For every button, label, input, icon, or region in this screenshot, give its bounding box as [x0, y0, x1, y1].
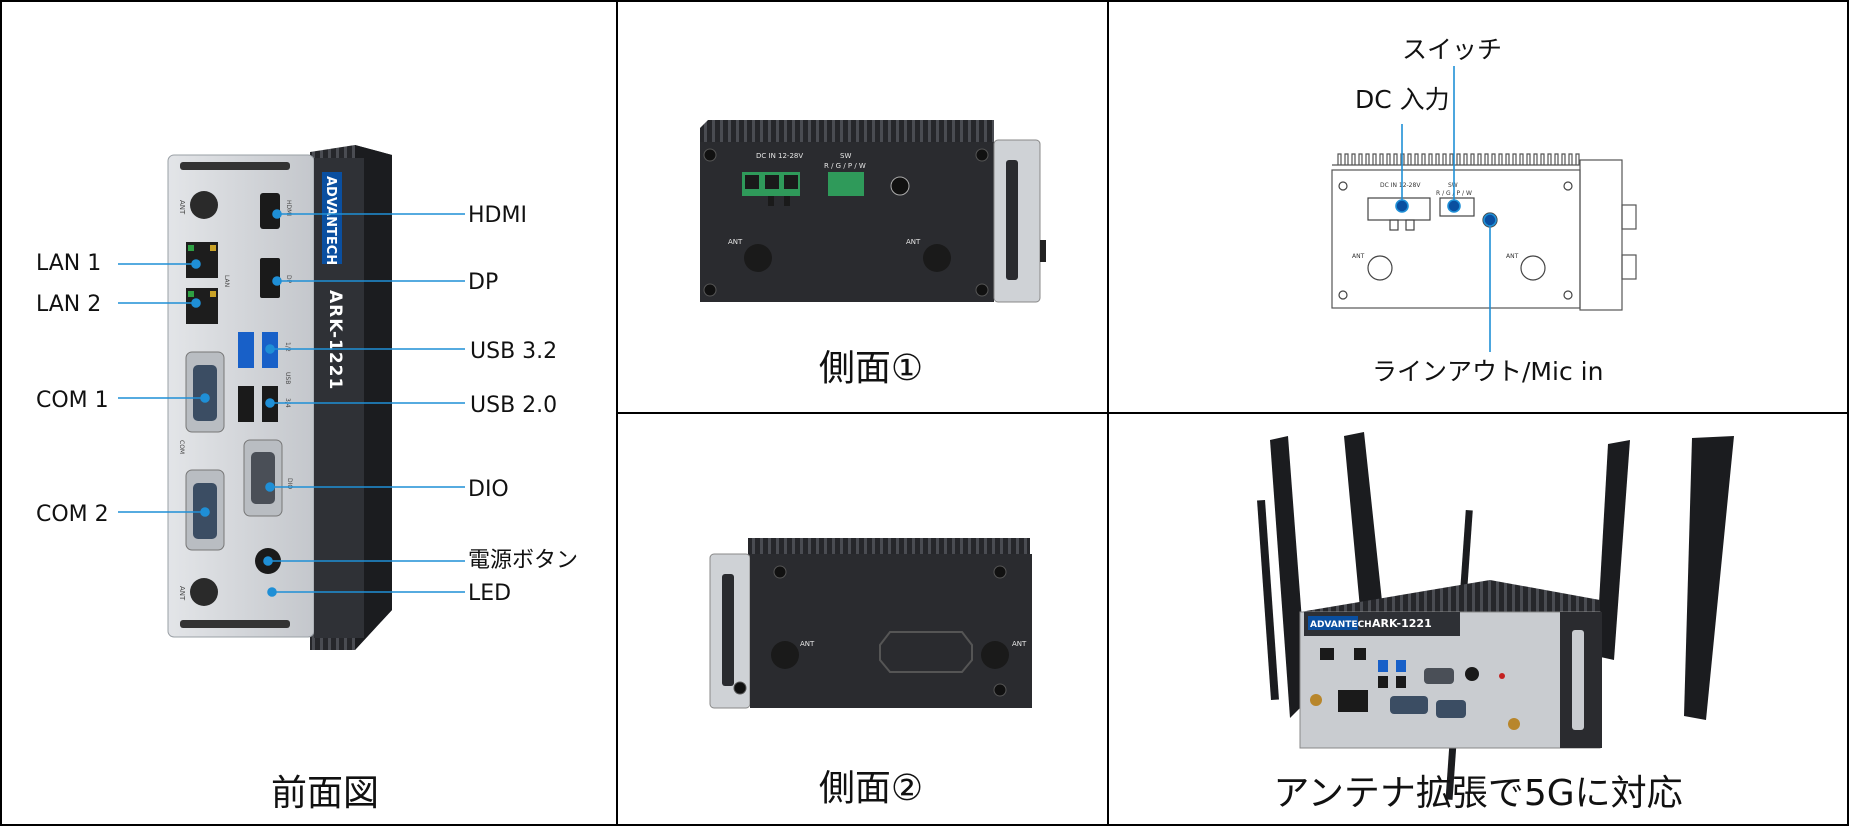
- front-panel: ADVANTECH ARK-1221 ANT ANT HDMI DP LAN 1…: [36, 145, 578, 814]
- com-print: COM: [178, 440, 185, 454]
- usb-print: USB: [284, 372, 291, 384]
- drawing-fins: [1337, 153, 1580, 165]
- label-power: 電源ボタン: [468, 548, 578, 573]
- side1-sw-label: SW: [840, 152, 851, 160]
- antenna-right-outer: [1684, 436, 1734, 720]
- label-lineout: ラインアウト/Mic in: [1372, 357, 1603, 386]
- front-model: ARK-1221: [325, 290, 345, 390]
- drawing-ant-right: ANT: [1506, 253, 1519, 260]
- dp-print: DP: [285, 275, 292, 284]
- caption-side1: 側面①: [819, 348, 923, 389]
- label-usb2: USB 2.0: [470, 393, 557, 418]
- label-switch: スイッチ: [1402, 35, 1502, 64]
- front-ant-label: ANT: [178, 586, 186, 601]
- label-led: LED: [468, 581, 511, 606]
- label-usb3: USB 3.2: [470, 339, 557, 364]
- technical-drawing: DC IN 12-28V SW R / G / P / W ANT ANT スイ…: [1331, 35, 1637, 386]
- lan-print: LAN: [223, 275, 230, 287]
- side1-rgpw-label: R / G / P / W: [824, 162, 866, 170]
- drawing-dc-label: DC IN 12-28V: [1380, 182, 1421, 189]
- label-com1: COM 1: [36, 388, 109, 413]
- antenna-model: ARK-1221: [1372, 617, 1432, 630]
- label-lan1: LAN 1: [36, 251, 101, 276]
- front-ant-bottom: [190, 578, 218, 606]
- antenna-left-inner: [1344, 432, 1384, 630]
- front-ant-label: ANT: [178, 200, 186, 215]
- label-lan2: LAN 2: [36, 292, 101, 317]
- antenna-view: ADVANTECH ARK-1221 アンテナ拡張で5Gに対応: [1257, 432, 1734, 814]
- usb-print: 1/2: [284, 342, 291, 352]
- dp-port: [260, 258, 280, 298]
- side2-view: ANT ANT 側面②: [709, 538, 1032, 809]
- caption-side2: 側面②: [819, 768, 923, 809]
- side1-view: DC IN 12-28V SW R / G / P / W ANT ANT 側面…: [700, 120, 1046, 389]
- caption-front: 前面図: [271, 773, 379, 814]
- front-ant-top: [190, 191, 218, 219]
- drawing-sw-label: SW: [1448, 182, 1458, 189]
- hdmi-port: [260, 193, 280, 229]
- caption-antenna: アンテナ拡張で5Gに対応: [1273, 773, 1682, 814]
- side1-ant-right: ANT: [906, 238, 921, 246]
- drawing-ant-left: ANT: [1352, 253, 1365, 260]
- usb2-port-a: [238, 386, 254, 422]
- side1-dc-label: DC IN 12-28V: [756, 152, 803, 160]
- side1-ports: [742, 172, 951, 272]
- usb3-port-a: [238, 332, 254, 368]
- com1-port: [193, 365, 217, 421]
- side2-ant-right: ANT: [1012, 640, 1027, 648]
- label-com2: COM 2: [36, 502, 109, 527]
- antenna-right-inner: [1596, 440, 1630, 660]
- hdmi-print: HDMI: [285, 200, 292, 216]
- label-dio: DIO: [468, 477, 509, 502]
- label-dp: DP: [468, 270, 498, 295]
- dio-print: DIO: [286, 478, 293, 489]
- side2-ant-left: ANT: [800, 640, 815, 648]
- label-dc-input: DC 入力: [1355, 85, 1450, 114]
- dio-port: [251, 452, 275, 504]
- antenna-brand: ADVANTECH: [1310, 620, 1372, 630]
- antenna-left-outer: [1270, 436, 1308, 718]
- front-brand: ADVANTECH: [323, 176, 338, 265]
- label-hdmi: HDMI: [468, 203, 527, 228]
- side1-ant-left: ANT: [728, 238, 743, 246]
